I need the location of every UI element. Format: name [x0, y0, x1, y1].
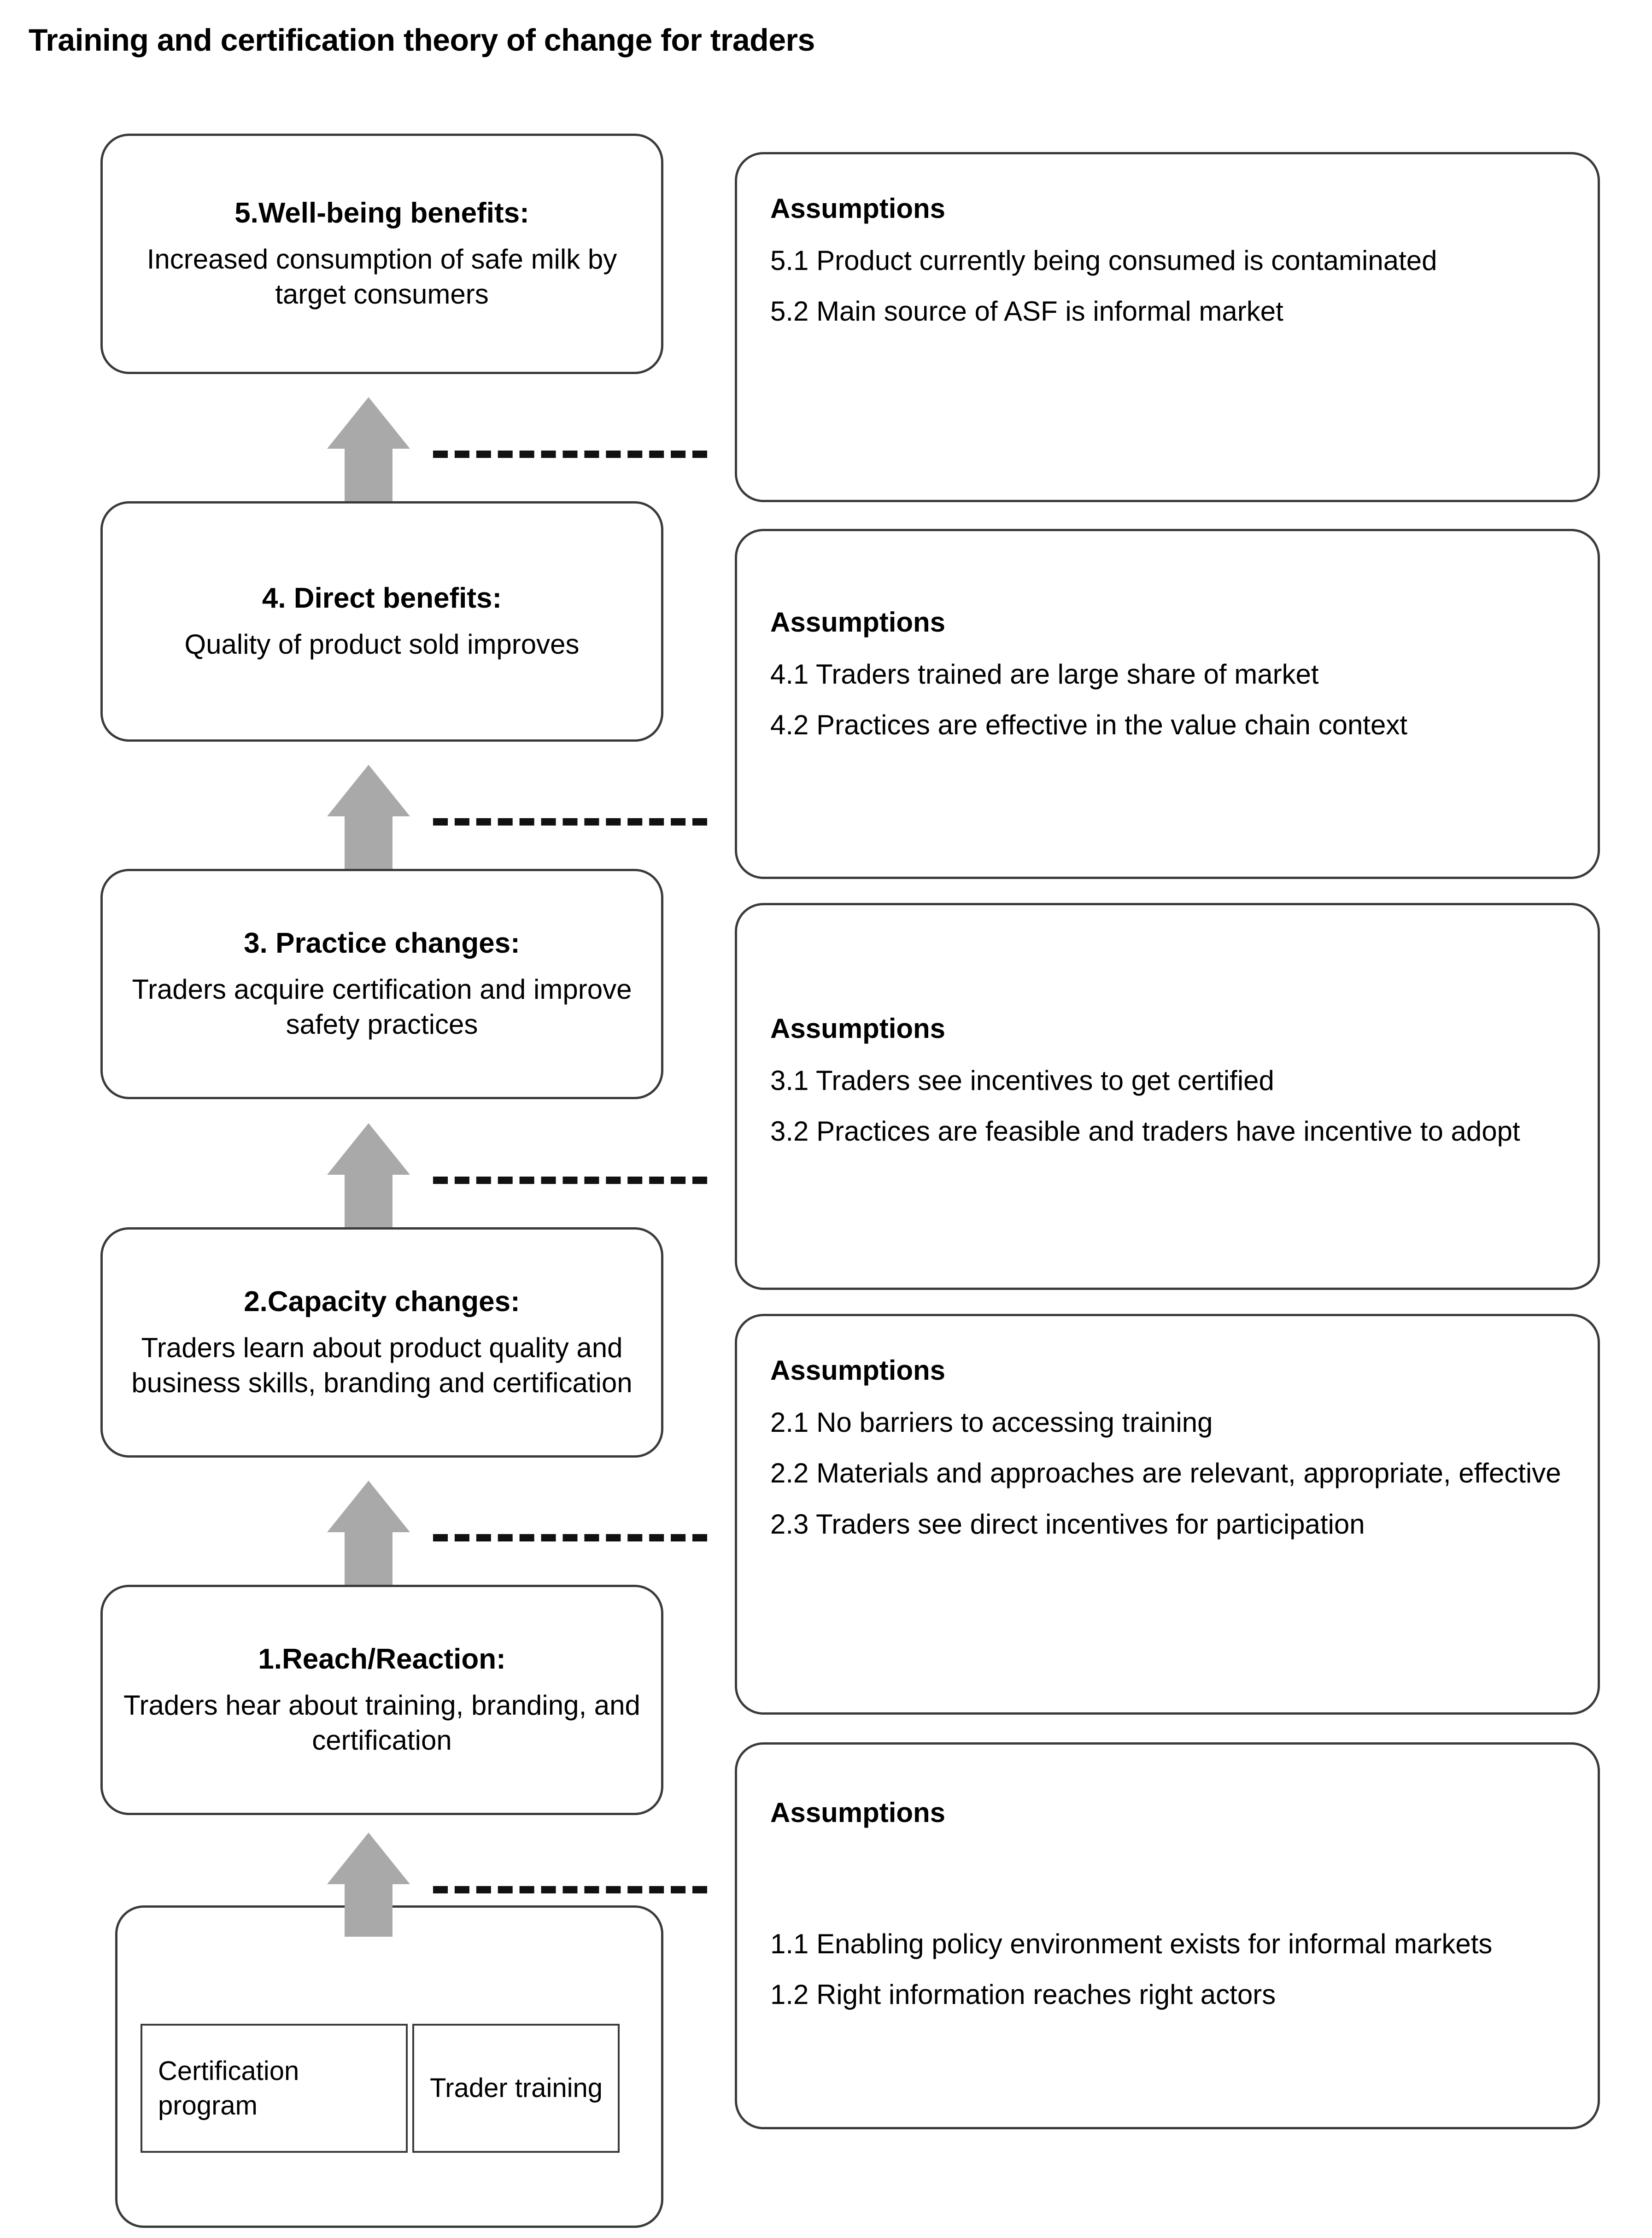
- assumption-item-5-1: 5.1 Product currently being consumed is …: [770, 245, 1437, 276]
- assumption-item-4-2: 4.2 Practices are effective in the value…: [770, 709, 1408, 741]
- outcome-body-practice-changes: Traders acquire certification and improv…: [132, 973, 632, 1040]
- outcome-box-direct-benefits: 4. Direct benefits: Quality of product s…: [100, 501, 663, 742]
- input-label-certification-program: Certification program: [158, 2056, 299, 2121]
- assumptions-title-1: Assumptions: [770, 1797, 946, 1828]
- outcome-body-direct-benefits: Quality of product sold improves: [184, 628, 580, 660]
- input-label-trader-training: Trader training: [430, 2073, 603, 2103]
- assumption-item-3-2: 3.2 Practices are feasible and traders h…: [770, 1116, 1520, 1147]
- outcome-box-well-being-benefits: 5.Well-being benefits: Increased consump…: [100, 134, 663, 374]
- assumption-item-1-1: 1.1 Enabling policy environment exists f…: [770, 1928, 1493, 1959]
- assumptions-title-5: Assumptions: [770, 193, 946, 224]
- assumption-connector-3: [433, 1177, 707, 1184]
- assumptions-title-2: Assumptions: [770, 1355, 946, 1386]
- outcome-body-well-being-benefits: Increased consumption of safe milk by ta…: [146, 243, 617, 310]
- assumption-item-3-1: 3.1 Traders see incentives to get certif…: [770, 1065, 1274, 1096]
- outcome-box-reach-reaction: 1.Reach/Reaction: Traders hear about tra…: [100, 1585, 663, 1815]
- assumptions-box-5: Assumptions 5.1 Product currently being …: [735, 152, 1600, 502]
- assumption-connector-5: [433, 451, 707, 458]
- outcome-body-capacity-changes: Traders learn about product quality and …: [131, 1332, 633, 1398]
- outcome-box-practice-changes: 3. Practice changes: Traders acquire cer…: [100, 869, 663, 1099]
- page-title: Training and certification theory of cha…: [29, 23, 815, 58]
- assumption-connector-1: [433, 1886, 707, 1893]
- assumptions-title-3: Assumptions: [770, 1013, 946, 1044]
- input-cell-trader-training[interactable]: Trader training: [412, 2024, 620, 2153]
- flow-arrow-1-to-2: [327, 1481, 410, 1585]
- flow-arrow-3-to-4: [327, 765, 410, 869]
- assumption-connector-2: [433, 1534, 707, 1541]
- outcome-heading-practice-changes: 3. Practice changes:: [244, 927, 520, 959]
- input-cell-certification-program[interactable]: Certification program: [141, 2024, 408, 2153]
- outcome-box-capacity-changes: 2.Capacity changes: Traders learn about …: [100, 1227, 663, 1458]
- assumption-item-5-2: 5.2 Main source of ASF is informal marke…: [770, 296, 1283, 327]
- assumption-connector-4: [433, 818, 707, 826]
- assumptions-box-4: Assumptions 4.1 Traders trained are larg…: [735, 529, 1600, 879]
- outcome-body-reach-reaction: Traders hear about training, branding, a…: [123, 1689, 640, 1756]
- assumptions-box-3: Assumptions 3.1 Traders see incentives t…: [735, 903, 1600, 1290]
- outcome-heading-direct-benefits: 4. Direct benefits:: [262, 582, 502, 614]
- outcome-heading-capacity-changes: 2.Capacity changes:: [244, 1285, 520, 1318]
- outcome-heading-reach-reaction: 1.Reach/Reaction:: [258, 1643, 506, 1675]
- inputs-container: Certification program Trader training: [115, 1905, 663, 2228]
- assumptions-box-1: Assumptions 1.1 Enabling policy environm…: [735, 1742, 1600, 2129]
- assumptions-box-2: Assumptions 2.1 No barriers to accessing…: [735, 1314, 1600, 1715]
- flow-arrow-2-to-3: [327, 1123, 410, 1227]
- assumption-item-4-1: 4.1 Traders trained are large share of m…: [770, 659, 1319, 690]
- assumption-item-2-2: 2.2 Materials and approaches are relevan…: [770, 1458, 1561, 1489]
- flow-arrow-inputs-to-1: [327, 1833, 410, 1937]
- assumption-item-2-3: 2.3 Traders see direct incentives for pa…: [770, 1508, 1365, 1540]
- assumption-item-2-1: 2.1 No barriers to accessing training: [770, 1407, 1213, 1438]
- assumption-item-1-2: 1.2 Right information reaches right acto…: [770, 1979, 1276, 2010]
- outcome-heading-well-being-benefits: 5.Well-being benefits:: [234, 197, 529, 229]
- flow-arrow-4-to-5: [327, 397, 410, 501]
- assumptions-title-4: Assumptions: [770, 607, 946, 638]
